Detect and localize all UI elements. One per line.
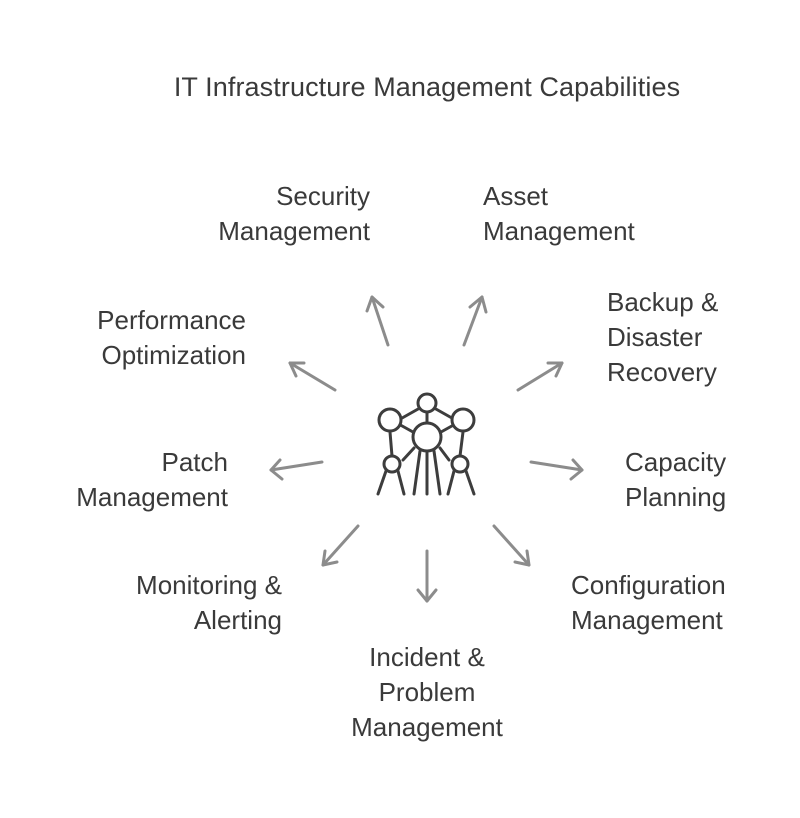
label-monitoring-alerting: Monitoring & Alerting bbox=[136, 570, 282, 635]
arrow-patch bbox=[269, 458, 324, 481]
label-configuration-management: Configuration Management bbox=[571, 570, 726, 635]
arrow-asset bbox=[462, 295, 488, 347]
label-performance-optimization: Performance Optimization bbox=[97, 305, 246, 370]
label-security-management: Security Management bbox=[218, 181, 370, 246]
network-hub-icon bbox=[376, 392, 476, 496]
label-asset-management: Asset Management bbox=[483, 181, 635, 246]
label-capacity-planning: Capacity Planning bbox=[625, 447, 727, 512]
arrow-incident bbox=[416, 549, 438, 603]
arrow-configuration bbox=[492, 524, 531, 567]
arrow-capacity bbox=[529, 458, 584, 481]
label-patch-management: Patch Management bbox=[76, 447, 228, 512]
diagram-title: IT Infrastructure Management Capabilitie… bbox=[173, 72, 681, 102]
arrow-backup bbox=[516, 361, 564, 392]
arrow-monitoring bbox=[321, 524, 360, 567]
label-backup-disaster-recovery: Backup & Disaster Recovery bbox=[607, 287, 719, 387]
arrow-performance bbox=[288, 361, 337, 392]
arrow-security bbox=[365, 295, 390, 347]
label-incident-problem-management: Incident & Problem Management bbox=[351, 642, 503, 742]
